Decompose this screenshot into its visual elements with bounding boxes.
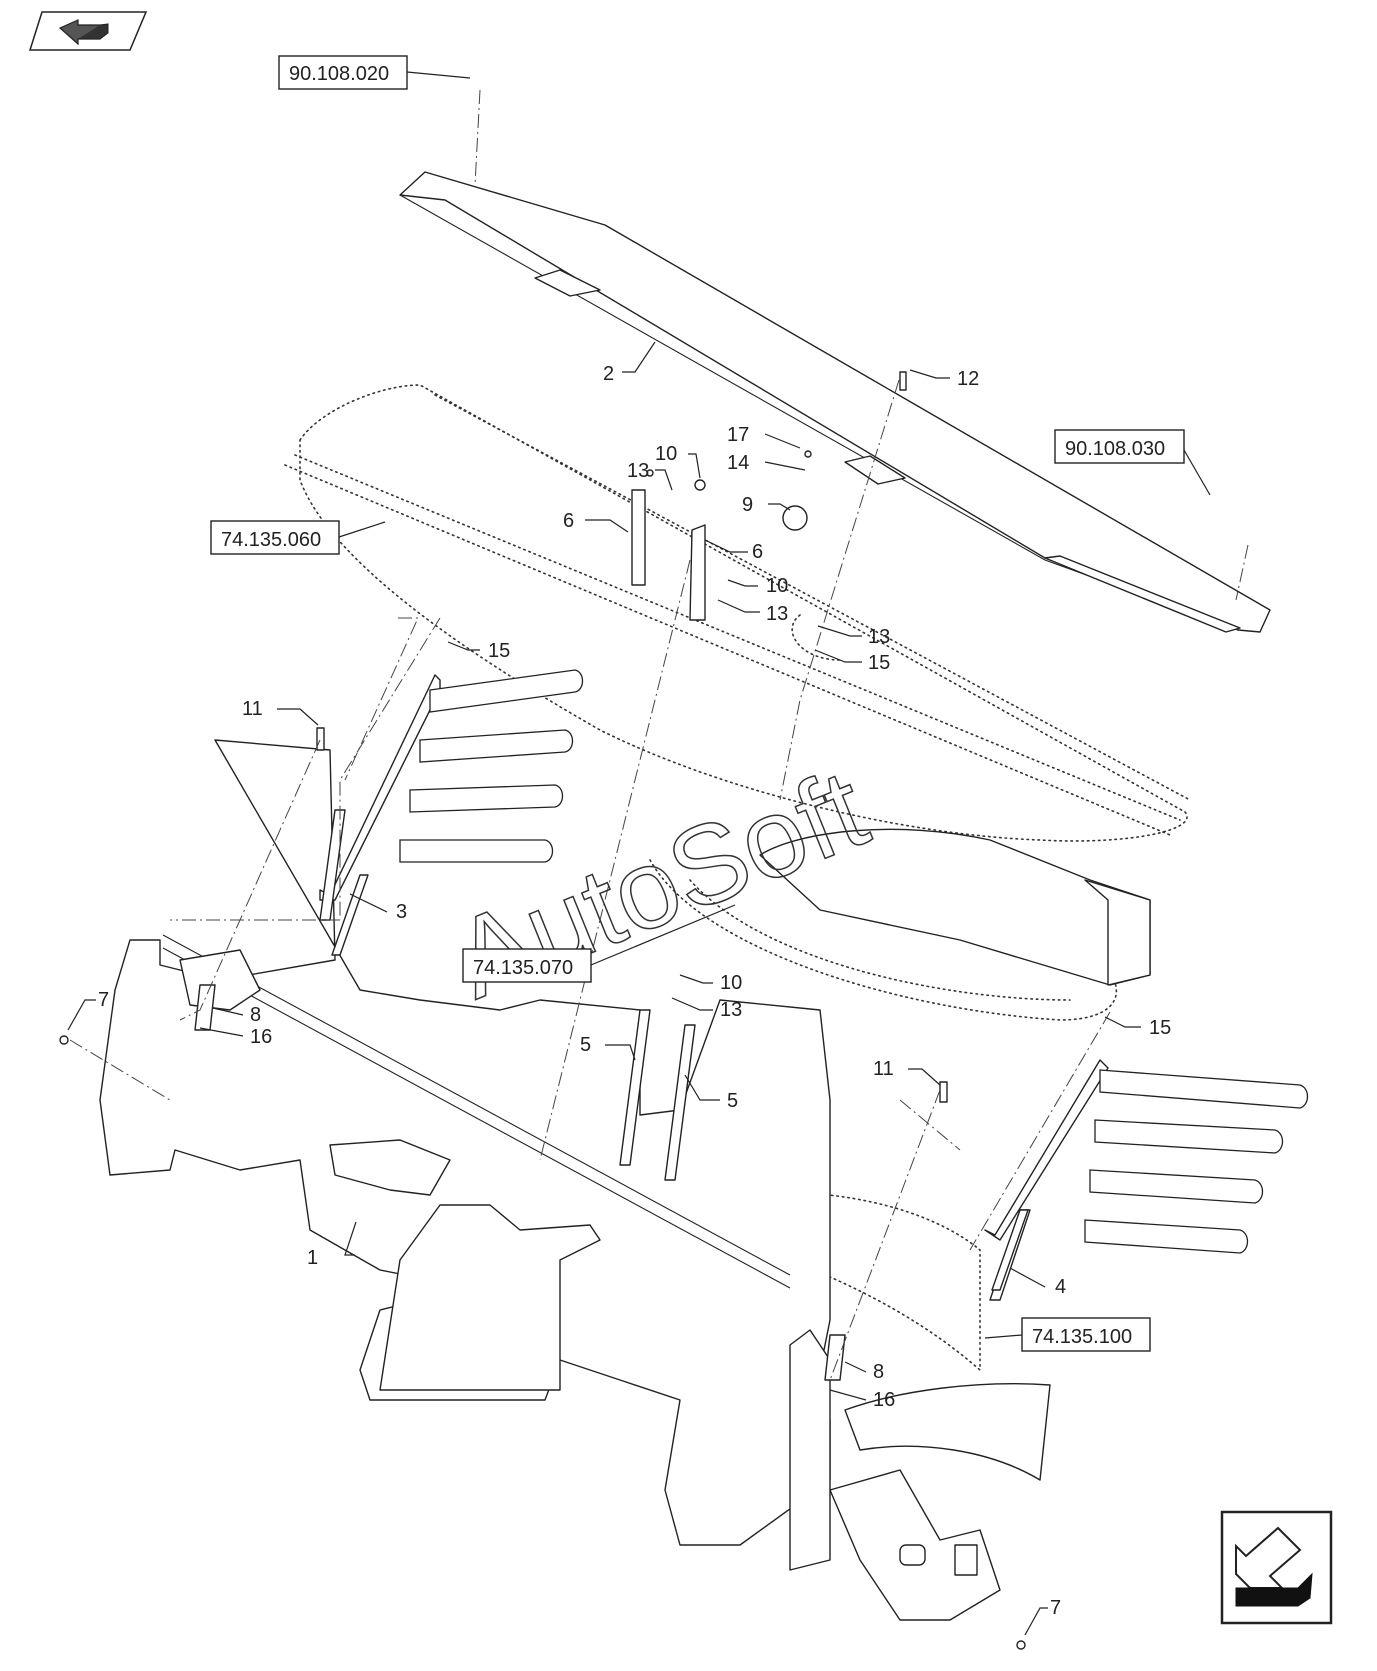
right-end-frame: [789, 1329, 1051, 1621]
callout-6a: 6: [563, 510, 574, 532]
callout-4: 4: [1055, 1276, 1066, 1298]
callout-16b: 16: [873, 1389, 895, 1411]
callout-1: 1: [307, 1247, 318, 1269]
callout-3: 3: [396, 901, 407, 923]
callout-13c: 13: [868, 626, 890, 648]
callout-8a: 8: [250, 1004, 261, 1026]
callout-7b: 7: [1050, 1597, 1061, 1619]
callout-5b: 5: [727, 1090, 738, 1112]
ref-label: 90.108.030: [1065, 438, 1165, 460]
callout-9: 9: [742, 494, 753, 516]
main-housing: [99, 739, 831, 1546]
callout-13d: 13: [720, 999, 742, 1021]
callout-15b: 15: [868, 652, 890, 674]
callouts: 2 1 3 4 5 5 6 6 7 7 8 8 9 10 10 10 11: [67, 341, 1171, 1636]
callout-15a: 15: [488, 640, 510, 662]
ref-label: 74.135.060: [221, 529, 321, 551]
callout-17: 17: [727, 424, 749, 446]
ref-box-74-135-100[interactable]: 74.135.100: [984, 1317, 1151, 1352]
hardware: [59, 371, 1029, 1650]
callout-11a: 11: [242, 698, 263, 720]
callout-11b: 11: [873, 1058, 894, 1080]
left-divider: [319, 669, 584, 921]
callout-10c: 10: [720, 972, 742, 994]
assembly-lines: [69, 89, 1249, 1381]
ref-label: 74.135.100: [1032, 1326, 1132, 1348]
callout-13a: 13: [627, 460, 649, 482]
callout-10a: 10: [655, 443, 677, 465]
callout-14: 14: [727, 452, 749, 474]
callout-12: 12: [957, 368, 979, 390]
callout-5a: 5: [580, 1034, 591, 1056]
upper-cover: [399, 171, 1271, 633]
callout-2: 2: [603, 363, 614, 385]
ref-label: 74.135.070: [473, 957, 573, 979]
callout-10b: 10: [766, 575, 788, 597]
callout-6b: 6: [752, 541, 763, 563]
callout-16a: 16: [250, 1026, 272, 1048]
ref-box-90-108-020[interactable]: 90.108.020: [278, 55, 471, 90]
callout-8b: 8: [873, 1361, 884, 1383]
arrow-forward-icon[interactable]: [28, 11, 148, 51]
ref-box-74-135-070[interactable]: 74.135.070: [462, 904, 736, 983]
arrow-back-icon[interactable]: [1220, 1510, 1333, 1625]
right-divider: [984, 1059, 1309, 1301]
callout-13b: 13: [766, 603, 788, 625]
ref-box-74-135-060[interactable]: 74.135.060: [210, 520, 386, 555]
ref-label: 90.108.020: [289, 63, 389, 85]
callout-7a: 7: [98, 989, 109, 1011]
center-tube: [759, 828, 1151, 986]
ref-box-90-108-030[interactable]: 90.108.030: [1054, 429, 1211, 496]
callout-15c: 15: [1149, 1017, 1171, 1039]
